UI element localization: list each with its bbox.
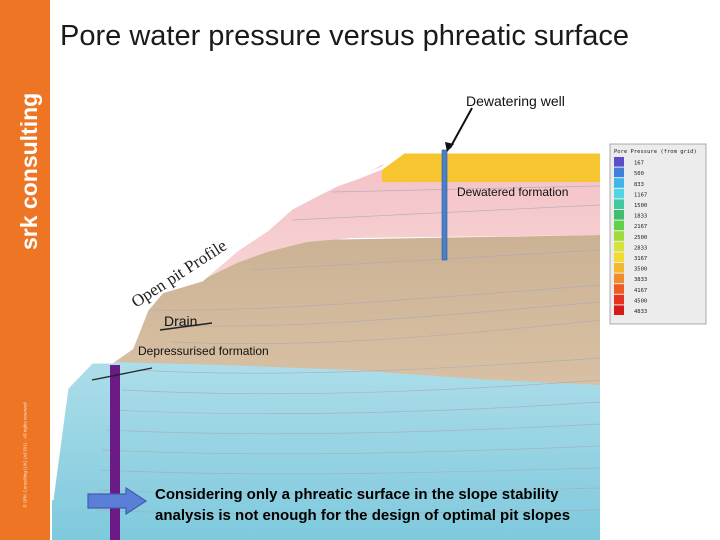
- dewatered-zone: [202, 160, 600, 280]
- legend-swatch: [614, 188, 624, 199]
- depressurised-formation-label: Depressurised formation: [138, 344, 269, 358]
- legend-swatch: [614, 263, 624, 273]
- well-pointer-arrow: [449, 107, 473, 149]
- legend-swatch: [614, 167, 624, 178]
- legend-swatch: [614, 210, 624, 220]
- legend-rows: 167 500 833 1167 1500 1833 2167 2500 2833 3167 350…: [614, 157, 647, 315]
- legend-value: 167: [634, 161, 644, 167]
- legend-value: 1500: [634, 203, 647, 209]
- legend-value: 3500: [634, 267, 647, 273]
- legend-swatch: [614, 241, 624, 252]
- legend-value: 2500: [634, 235, 647, 241]
- legend-swatch: [614, 199, 624, 209]
- dewatered-formation-label: Dewatered formation: [457, 185, 568, 199]
- pit-profile-line: [52, 150, 600, 501]
- legend-swatch: [614, 157, 624, 167]
- drain-label: Drain: [164, 313, 197, 329]
- srk-logo: srk consulting: [16, 93, 42, 250]
- caption-line-1: Considering only a phreatic surface in t…: [155, 486, 559, 503]
- brand-sidebar: srk consulting © SRK Consulting (UK) Ltd…: [0, 0, 50, 540]
- caption: Considering only a phreatic surface in t…: [155, 484, 695, 526]
- legend-swatch: [614, 252, 624, 262]
- legend-value: 833: [634, 182, 644, 188]
- dewatering-well-label: Dewatering well: [466, 93, 565, 109]
- pore-pressure-legend: Pore Pressure (from grid) 16750083311671…: [609, 143, 707, 325]
- legend-value: 1833: [634, 214, 647, 220]
- legend-value: 3167: [634, 256, 647, 262]
- legend-value: 2833: [634, 245, 647, 251]
- legend-frame: [609, 143, 707, 325]
- legend-title: Pore Pressure (from grid): [614, 149, 697, 155]
- caption-line-2: analysis is not enough for the design of…: [155, 507, 571, 524]
- legend-swatch: [614, 273, 624, 284]
- legend-swatch: [614, 294, 624, 305]
- brand-name: srk consulting: [16, 93, 42, 250]
- depressurised-zone: [112, 235, 600, 385]
- drain-pipe: [159, 322, 213, 331]
- well-pointer-arrowhead: [445, 142, 454, 152]
- legend-value: 4500: [634, 298, 647, 304]
- legend-value: 2167: [634, 224, 647, 230]
- legend-value: 4833: [634, 309, 647, 315]
- legend-value: 500: [634, 171, 644, 177]
- drain-zone: [110, 365, 120, 540]
- legend-value: 4167: [634, 288, 647, 294]
- pore-pressure-diagram: Dewatered formation Open pit Profile Dra…: [52, 107, 707, 540]
- saturated-zone: [52, 330, 600, 540]
- legend-value: 3833: [634, 277, 647, 283]
- surface-layer: [382, 152, 600, 182]
- page-title: Pore water pressure versus phreatic surf…: [60, 20, 629, 52]
- legend-swatch: [614, 231, 624, 241]
- caption-arrow-icon: [87, 487, 148, 515]
- copyright-notice: © SRK Consulting (UK) Ltd 2011 - All rig…: [22, 402, 28, 508]
- dewatering-well: [441, 149, 448, 261]
- depressurised-formation-pointer: [91, 367, 153, 381]
- legend-swatch: [614, 220, 624, 231]
- legend-swatch: [614, 305, 624, 315]
- legend-swatch: [614, 284, 624, 294]
- pore-pressure-contours: [95, 185, 601, 515]
- legend-value: 1167: [634, 192, 647, 198]
- legend-swatch: [614, 178, 624, 188]
